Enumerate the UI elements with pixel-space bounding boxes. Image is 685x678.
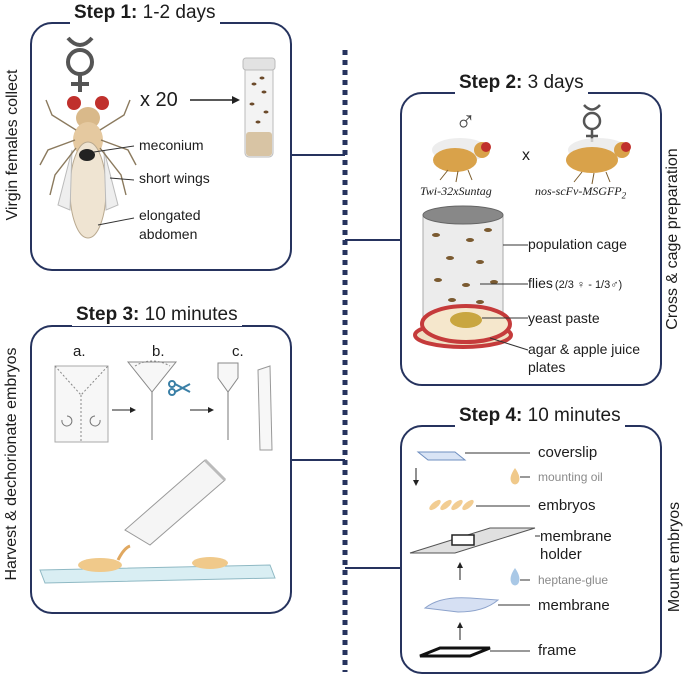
membrane-icon <box>423 597 500 613</box>
male-symbol: ♂ <box>455 106 476 137</box>
female-genotype-label: nos-scFv-MSGFP2 <box>535 184 627 201</box>
abdomen-label: abdomen <box>139 226 198 242</box>
step2-title: Step 2: 3 days <box>455 72 588 94</box>
agar-label-line1: agar & apple juice <box>528 341 641 357</box>
membrane-holder-label-line1: membrane <box>540 528 612 545</box>
female-symbol-icon <box>582 104 602 142</box>
population-cage-icon <box>413 205 513 349</box>
virgin-female-fly-icon <box>39 96 137 239</box>
membrane-label: membrane <box>538 597 610 614</box>
virgin-female-symbol-icon <box>66 36 94 92</box>
step1-title: Step 1: 1-2 days <box>70 2 220 24</box>
population-cage-label: population cage <box>528 236 627 252</box>
elongated-label: elongated <box>139 207 201 223</box>
fly-vial-icon <box>242 57 276 158</box>
substep-b-label: b. <box>152 343 165 360</box>
agar-label-line2: plates <box>528 359 566 375</box>
coverslip-label: coverslip <box>538 444 598 461</box>
flies-label: flies(2/3 ♀ - 1/3♂) <box>528 275 623 291</box>
substep-a-label: a. <box>73 343 86 360</box>
membrane-holder-icon <box>409 527 536 554</box>
substep-c-label: c. <box>232 343 244 360</box>
male-fly-icon <box>432 138 491 183</box>
short-wings-label: short wings <box>139 170 210 186</box>
paper-funnel-icon <box>126 360 178 440</box>
multiplier-label: x 20 <box>140 89 178 111</box>
male-genotype-label: Twi-32xSuntag <box>420 184 492 198</box>
step3-title: Step 3: 10 minutes <box>72 304 242 326</box>
embryos-label: embryos <box>538 497 596 514</box>
cut-funnel-icon <box>217 362 273 451</box>
mounting-oil-drop-icon <box>510 468 520 485</box>
meconium-label: meconium <box>139 137 204 153</box>
frame-icon <box>419 646 491 658</box>
frame-label: frame <box>538 642 577 659</box>
yeast-paste-label: yeast paste <box>528 310 600 326</box>
female-fly-icon <box>566 138 631 185</box>
heptane-glue-label: heptane-glue <box>538 573 609 587</box>
collection-tube-icon <box>124 458 227 546</box>
mounting-oil-label: mounting oil <box>538 470 603 484</box>
step4-title: Step 4: 10 minutes <box>455 405 625 427</box>
embryos-icon <box>429 499 474 511</box>
filter-paper-fold-icon <box>54 365 109 443</box>
scissors-icon <box>168 380 191 396</box>
cross-symbol: x <box>522 147 530 164</box>
glass-slide-icon <box>39 544 276 584</box>
heptane-glue-drop-icon <box>510 568 520 586</box>
membrane-holder-label-line2: holder <box>540 546 582 563</box>
coverslip-icon <box>416 451 467 461</box>
